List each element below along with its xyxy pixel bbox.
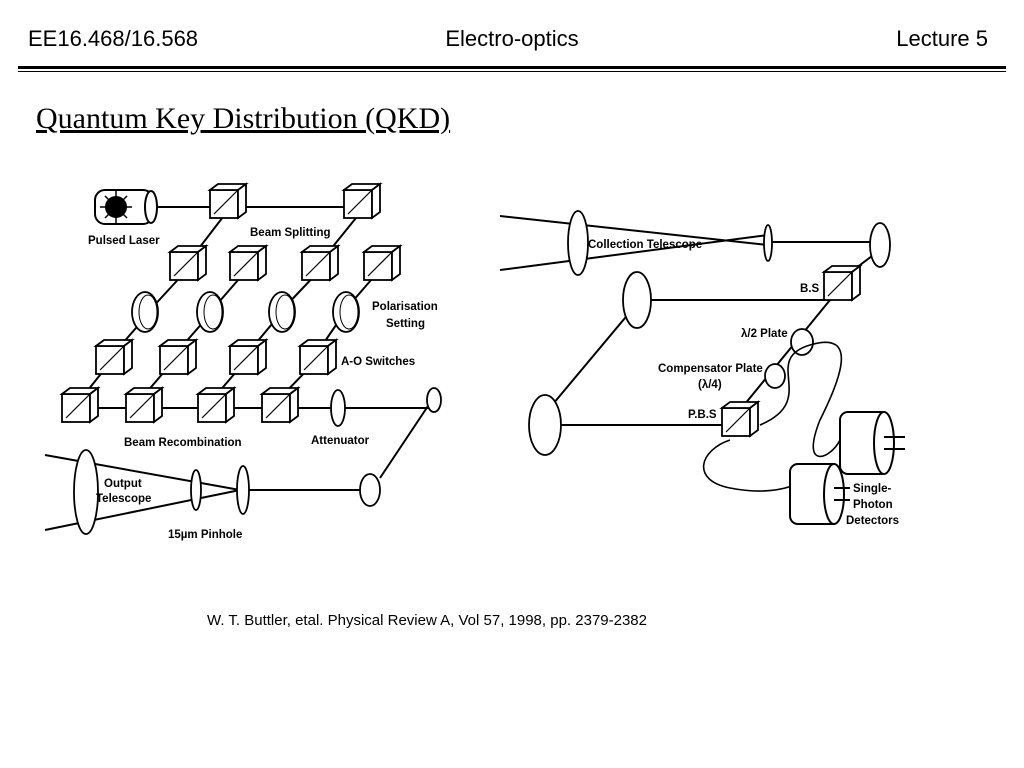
detectors-label-2: Photon bbox=[853, 499, 893, 511]
beam-recombination-label: Beam Recombination bbox=[124, 437, 242, 449]
header-rule-thin bbox=[18, 71, 1006, 72]
pinhole-label: 15µm Pinhole bbox=[168, 529, 242, 541]
detectors-label-1: Single- bbox=[853, 483, 892, 495]
pbs-label: P.B.S bbox=[688, 409, 717, 421]
output-telescope-label-2: Telescope bbox=[96, 493, 151, 505]
polarisation-label-2: Setting bbox=[386, 318, 425, 330]
detector-icon-top bbox=[839, 411, 905, 475]
ao-switches-label: A-O Switches bbox=[341, 356, 415, 368]
compensator-plate-label-2: (λ/4) bbox=[698, 379, 722, 391]
course-title: Electro-optics bbox=[445, 26, 579, 51]
lecture-number: Lecture 5 bbox=[896, 26, 988, 51]
course-code: EE16.468/16.568 bbox=[28, 26, 199, 51]
diagram-labels: Pulsed Laser Beam Splitting Polarisation… bbox=[88, 227, 899, 541]
detector-icon-bottom bbox=[789, 463, 850, 525]
citation: W. T. Buttler, etal. Physical Review A, … bbox=[207, 612, 647, 629]
receiver-diagram bbox=[499, 210, 905, 525]
polarisation-label-1: Polarisation bbox=[372, 301, 438, 313]
attenuator-label: Attenuator bbox=[311, 435, 370, 447]
bs-label: B.S bbox=[800, 283, 820, 295]
compensator-plate-label-1: Compensator Plate bbox=[658, 363, 763, 375]
collection-telescope-label: Collection Telescope bbox=[588, 239, 702, 251]
beam-splitting-label: Beam Splitting bbox=[250, 227, 331, 239]
output-telescope-label-1: Output bbox=[104, 478, 142, 490]
pulsed-laser-icon bbox=[94, 189, 158, 225]
slide-title: Quantum Key Distribution (QKD) bbox=[36, 102, 451, 135]
detectors-label-3: Detectors bbox=[846, 515, 899, 527]
pulsed-laser-label: Pulsed Laser bbox=[88, 235, 160, 247]
half-wave-plate-label: λ/2 Plate bbox=[741, 328, 788, 340]
transmitter-diagram bbox=[44, 183, 442, 535]
header-rule bbox=[18, 66, 1006, 69]
